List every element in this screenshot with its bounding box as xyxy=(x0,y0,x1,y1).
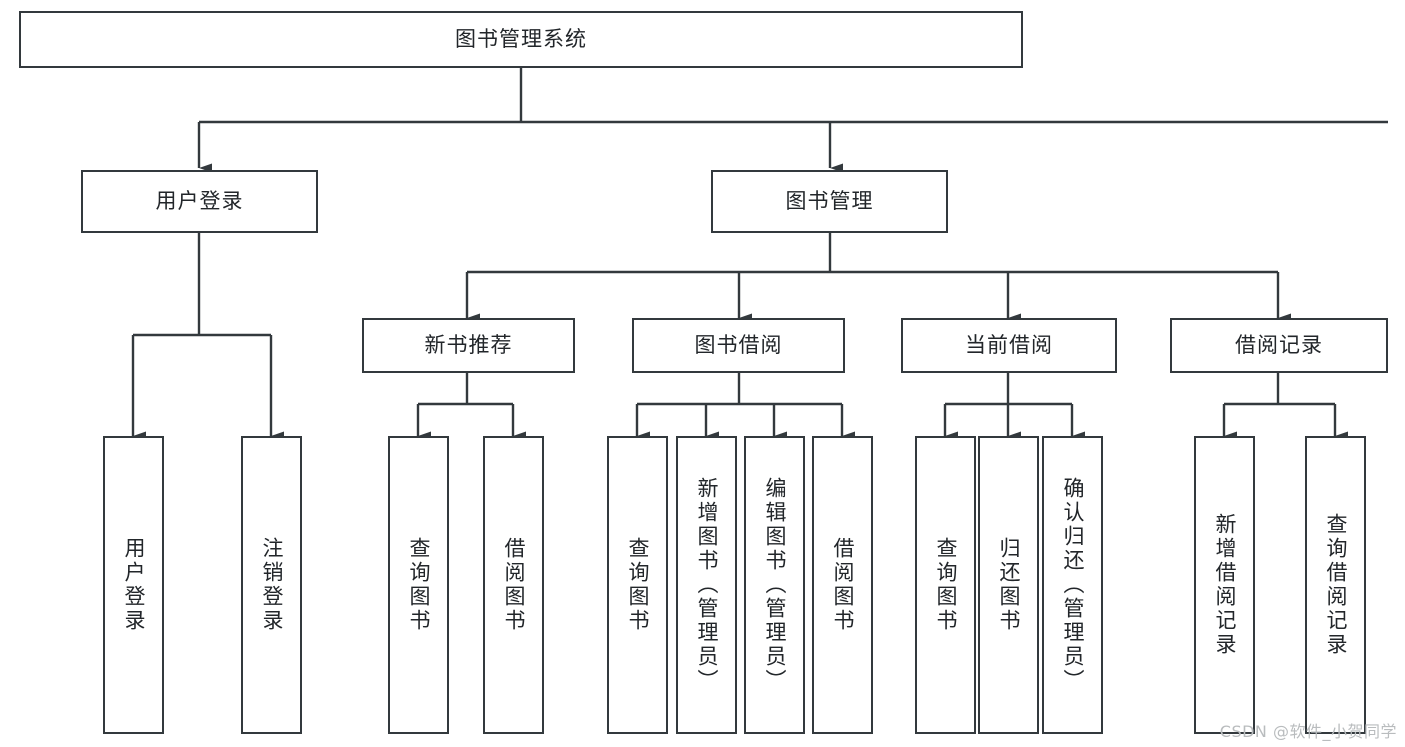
node-leaf-nb-query-book[interactable]: 查询图书 xyxy=(388,436,449,734)
node-leaf-bb-edit-book-label: 编辑图书（管理员） xyxy=(763,477,787,693)
node-leaf-user-login-label: 用户登录 xyxy=(122,537,146,633)
node-leaf-cb-query-book[interactable]: 查询图书 xyxy=(915,436,976,734)
node-current-borrow[interactable]: 当前借阅 xyxy=(901,318,1117,373)
node-leaf-bb-add-book-label: 新增图书（管理员） xyxy=(695,477,719,693)
node-leaf-cb-return-book-label: 归还图书 xyxy=(997,537,1021,633)
node-leaf-cb-confirm-return-label: 确认归还（管理员） xyxy=(1061,477,1085,693)
node-leaf-br-add-record[interactable]: 新增借阅记录 xyxy=(1194,436,1255,734)
node-leaf-nb-query-book-label: 查询图书 xyxy=(407,537,431,633)
node-leaf-bb-query-book[interactable]: 查询图书 xyxy=(607,436,668,734)
node-leaf-bb-borrow-book-label: 借阅图书 xyxy=(831,537,855,633)
node-leaf-br-query-record-label: 查询借阅记录 xyxy=(1324,513,1348,657)
node-leaf-user-login[interactable]: 用户登录 xyxy=(103,436,164,734)
watermark: CSDN @软件_小贺同学 xyxy=(1219,722,1397,741)
node-new-book-recommend-label: 新书推荐 xyxy=(424,333,513,357)
node-borrow-record[interactable]: 借阅记录 xyxy=(1170,318,1388,373)
node-leaf-nb-borrow-book-label: 借阅图书 xyxy=(502,537,526,633)
node-leaf-cb-query-book-label: 查询图书 xyxy=(934,537,958,633)
node-book-borrow-label: 图书借阅 xyxy=(694,333,783,357)
node-borrow-record-label: 借阅记录 xyxy=(1235,333,1323,357)
node-leaf-nb-borrow-book[interactable]: 借阅图书 xyxy=(483,436,544,734)
node-leaf-logout[interactable]: 注销登录 xyxy=(241,436,302,734)
node-leaf-bb-borrow-book[interactable]: 借阅图书 xyxy=(812,436,873,734)
node-leaf-bb-query-book-label: 查询图书 xyxy=(626,537,650,633)
node-book-borrow[interactable]: 图书借阅 xyxy=(632,318,845,373)
node-book-management[interactable]: 图书管理 xyxy=(711,170,948,233)
node-root[interactable]: 图书管理系统 xyxy=(19,11,1023,68)
node-new-book-recommend[interactable]: 新书推荐 xyxy=(362,318,575,373)
node-root-label: 图书管理系统 xyxy=(455,27,587,51)
node-user-login[interactable]: 用户登录 xyxy=(81,170,318,233)
node-leaf-br-add-record-label: 新增借阅记录 xyxy=(1213,513,1237,657)
node-user-login-label: 用户登录 xyxy=(155,189,244,213)
node-leaf-cb-return-book[interactable]: 归还图书 xyxy=(978,436,1039,734)
node-leaf-logout-label: 注销登录 xyxy=(260,537,284,633)
node-leaf-cb-confirm-return[interactable]: 确认归还（管理员） xyxy=(1042,436,1103,734)
node-book-management-label: 图书管理 xyxy=(785,189,874,213)
node-leaf-bb-edit-book[interactable]: 编辑图书（管理员） xyxy=(744,436,805,734)
node-leaf-br-query-record[interactable]: 查询借阅记录 xyxy=(1305,436,1366,734)
node-current-borrow-label: 当前借阅 xyxy=(965,333,1053,357)
node-leaf-bb-add-book[interactable]: 新增图书（管理员） xyxy=(676,436,737,734)
